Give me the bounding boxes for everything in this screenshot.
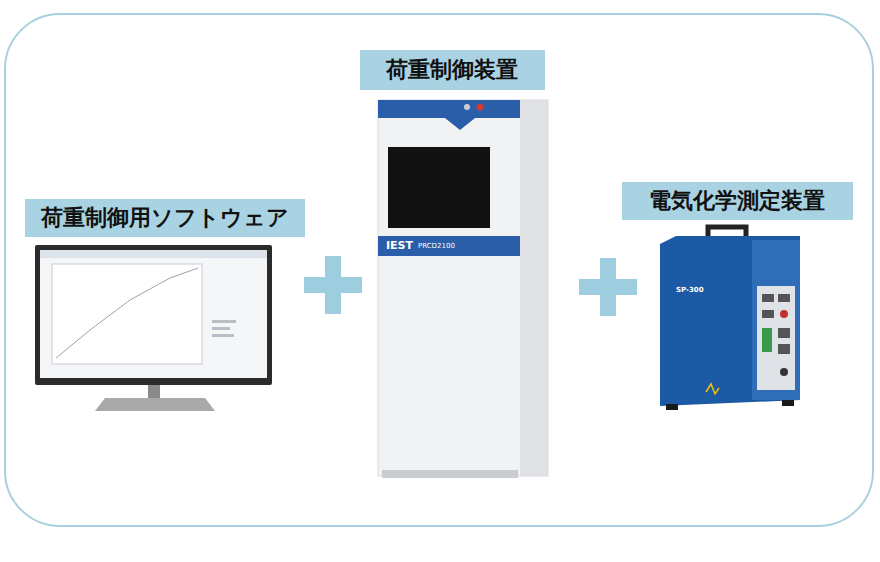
device-marking: SP-300 — [676, 287, 704, 294]
outer-frame — [5, 14, 873, 526]
switch — [464, 104, 470, 110]
plot-area — [52, 264, 202, 364]
port — [778, 294, 790, 302]
cabinet-body — [378, 100, 548, 476]
label-text: 荷重制御用ソフトウェア — [41, 205, 289, 231]
front-panel — [757, 286, 795, 390]
port — [762, 294, 774, 302]
device-side — [752, 240, 800, 400]
label-text: 荷重制御装置 — [386, 57, 518, 83]
panel-text-line — [212, 327, 230, 330]
device-body — [660, 236, 800, 406]
panel-text-line — [212, 334, 234, 337]
cabinet-side — [520, 100, 548, 476]
cabinet-window — [388, 147, 490, 228]
device-foot — [666, 404, 678, 410]
port — [778, 328, 790, 338]
power-lamp — [477, 104, 484, 111]
panel-text-line — [212, 320, 236, 323]
port — [762, 310, 774, 318]
port — [780, 310, 788, 318]
plus-sign — [325, 256, 341, 314]
device-marking: PRCD2100 — [418, 243, 455, 250]
brand-mark — [706, 384, 719, 394]
window-titlebar — [40, 250, 267, 258]
label-text: 電気化学測定装置 — [649, 188, 825, 214]
label-box: 荷重制御装置 — [360, 50, 545, 90]
label-box: 電気化学測定装置 — [622, 182, 853, 220]
cabinet-foot — [382, 470, 518, 478]
cabinet-top-band — [378, 100, 520, 130]
device-foot — [782, 400, 794, 406]
cabinet-stripe — [378, 236, 520, 256]
monitor-screen — [40, 250, 267, 378]
monitor-base — [95, 398, 215, 411]
port — [778, 344, 790, 354]
plus-sign — [600, 258, 616, 316]
port — [780, 368, 788, 376]
monitor-bezel — [35, 245, 272, 385]
plot-line — [56, 268, 198, 358]
port — [762, 328, 772, 352]
device-marking: IEST — [386, 240, 413, 251]
monitor-neck — [148, 385, 160, 398]
label-box: 荷重制御用ソフトウェア — [25, 199, 305, 237]
